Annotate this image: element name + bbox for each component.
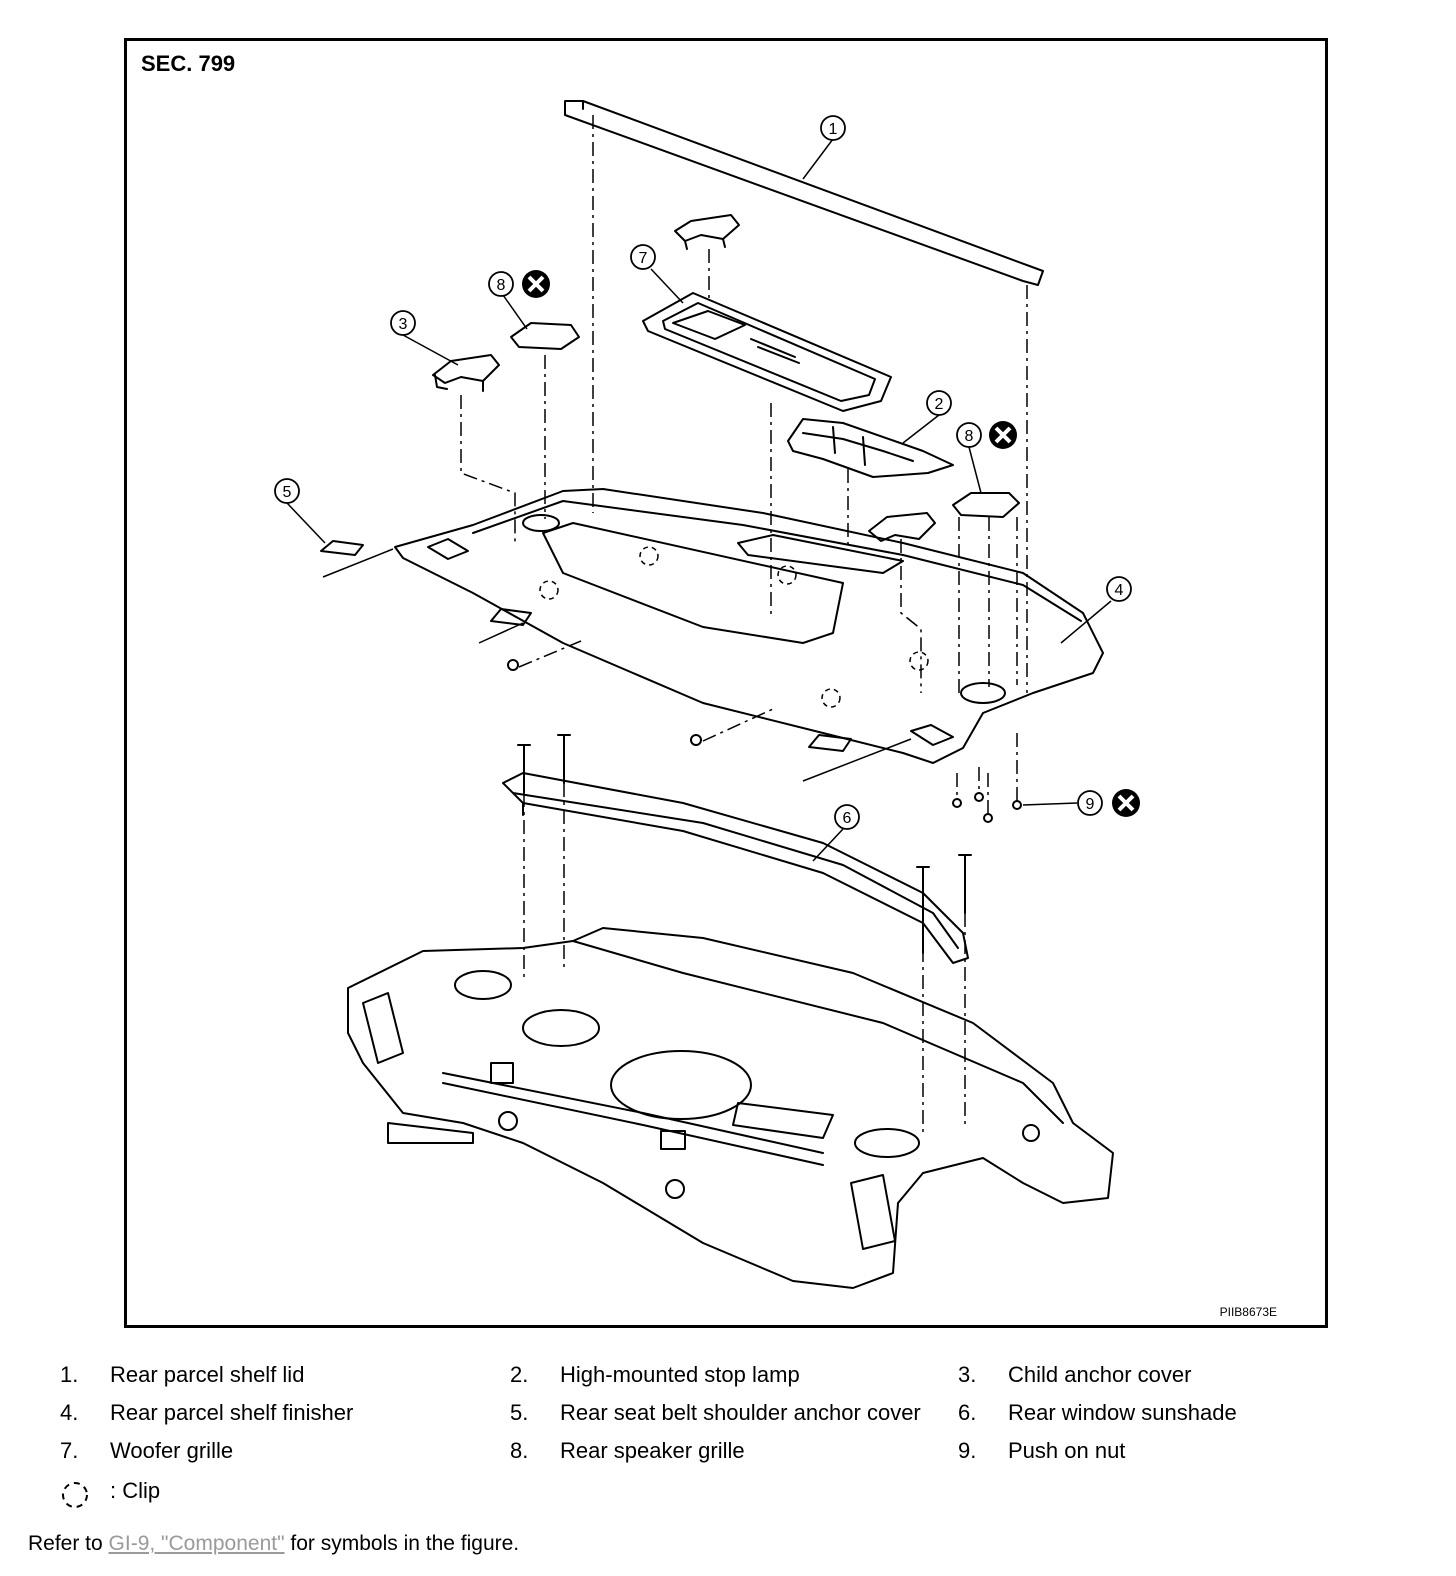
callout-9: 9 — [1077, 790, 1103, 816]
push-on-nuts — [952, 792, 1022, 823]
legend-number: 5. — [510, 1400, 529, 1425]
do-not-reuse-icon — [1112, 789, 1140, 817]
callout-bubbles: 1 7 8 3 2 8 5 4 9 6 — [274, 115, 1132, 830]
legend-label: Rear speaker grille — [560, 1438, 745, 1463]
exploded-diagram-frame: SEC. 799 — [124, 38, 1328, 1328]
rear-parcel-shelf-lid — [564, 100, 1044, 286]
legend-number: 3. — [958, 1362, 977, 1387]
legend-label: Rear parcel shelf finisher — [110, 1400, 354, 1425]
callout-7: 7 — [630, 244, 656, 270]
rear-parcel-shelf-finisher — [394, 488, 1104, 764]
screw-left — [507, 659, 519, 671]
callout-6: 6 — [834, 804, 860, 830]
woofer-grille — [642, 292, 892, 412]
callout-5: 5 — [274, 478, 300, 504]
shoulder-anchor-cover-mid — [490, 608, 532, 626]
high-mounted-stop-lamp — [787, 418, 954, 478]
child-anchor-cover-lower — [868, 512, 936, 542]
legend-label: Rear seat belt shoulder anchor cover — [560, 1400, 921, 1425]
footer-suffix: for symbols in the figure. — [284, 1532, 520, 1555]
legend-number: 2. — [510, 1362, 529, 1387]
clip-markers — [539, 546, 929, 708]
rear-speaker-grille-left — [510, 322, 580, 350]
footer-note: Refer to GI-9, "Component" for symbols i… — [28, 1532, 519, 1556]
legend-number: 8. — [510, 1438, 529, 1463]
legend-label: Push on nut — [1008, 1438, 1126, 1463]
legend-label: Rear parcel shelf lid — [110, 1362, 305, 1387]
callout-4: 4 — [1106, 576, 1132, 602]
svg-text:4: 4 — [1115, 582, 1124, 599]
legend-label: Rear window sunshade — [1008, 1400, 1237, 1425]
vehicle-body-panel — [347, 927, 1114, 1289]
legend-number: 1. — [60, 1362, 79, 1387]
legend-label: Child anchor cover — [1008, 1362, 1192, 1387]
callout-8-left: 8 — [488, 271, 514, 297]
clip-icon — [62, 1482, 88, 1508]
legend-number: 6. — [958, 1400, 977, 1425]
svg-text:8: 8 — [497, 277, 506, 294]
svg-text:2: 2 — [935, 396, 944, 413]
rear-window-sunshade — [502, 772, 969, 964]
callout-8-right: 8 — [956, 422, 982, 448]
child-anchor-cover-top — [432, 354, 500, 392]
legend-number: 4. — [60, 1400, 79, 1425]
shoulder-anchor-cover-left — [320, 540, 364, 556]
svg-text:5: 5 — [283, 484, 292, 501]
svg-text:1: 1 — [829, 121, 838, 138]
callout-1: 1 — [820, 115, 846, 141]
screw-right — [690, 734, 702, 746]
do-not-reuse-icon — [522, 270, 550, 298]
figure-code: PIIB8673E — [1219, 1305, 1277, 1319]
do-not-reuse-icons — [522, 270, 1140, 817]
clip-legend-text: : Clip — [110, 1478, 161, 1503]
legend-number: 9. — [958, 1438, 977, 1463]
section-label: SEC. 799 — [141, 51, 236, 76]
component-reference-link[interactable]: GI-9, "Component" — [108, 1532, 285, 1555]
legend-label: Woofer grille — [110, 1438, 234, 1463]
svg-text:7: 7 — [639, 250, 648, 267]
svg-text:8: 8 — [965, 428, 974, 445]
callout-2: 2 — [926, 390, 952, 416]
rear-speaker-grille-right — [952, 492, 1020, 518]
legend-label: High-mounted stop lamp — [560, 1362, 800, 1387]
bolts — [517, 734, 972, 922]
shoulder-anchor-cover-right — [808, 734, 852, 752]
footer-prefix: Refer to — [28, 1532, 109, 1555]
woofer-grille-cap — [674, 214, 740, 250]
svg-text:6: 6 — [843, 810, 852, 827]
assembly-guide-lines — [460, 115, 1028, 1135]
callout-leaders — [286, 138, 1112, 862]
exploded-view-drawing: 1 7 8 3 2 8 5 4 9 6 — [274, 100, 1140, 1289]
svg-text:3: 3 — [399, 316, 408, 333]
legend-number: 7. — [60, 1438, 79, 1463]
callout-3: 3 — [390, 310, 416, 336]
svg-text:9: 9 — [1086, 796, 1095, 813]
do-not-reuse-icon — [989, 421, 1017, 449]
